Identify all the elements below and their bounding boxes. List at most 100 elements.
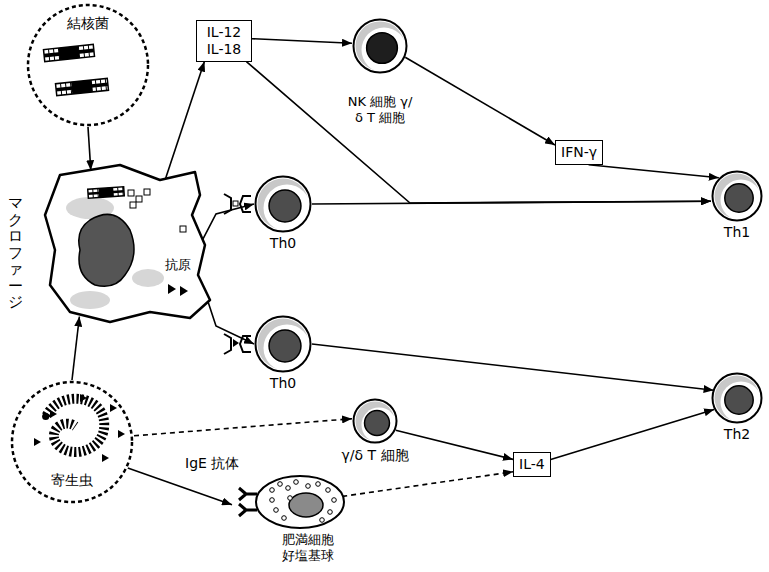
cell-body bbox=[721, 180, 762, 221]
cell-drawing bbox=[711, 170, 763, 222]
cell-nucleus bbox=[269, 190, 301, 222]
arrow-connector bbox=[165, 62, 205, 181]
cell-shading bbox=[70, 291, 110, 309]
bacterium bbox=[56, 78, 109, 95]
cell-drawing bbox=[352, 18, 408, 74]
cell-name: NK 細胞 γ/δ T 細胞 bbox=[346, 94, 414, 125]
granule bbox=[270, 488, 275, 493]
arrow-connector bbox=[312, 344, 714, 390]
cell-shading bbox=[132, 269, 164, 287]
circle-label: 寄生虫 bbox=[10, 472, 134, 489]
antigen-triangle bbox=[180, 286, 188, 296]
cell-name: Th0 bbox=[248, 375, 318, 392]
bacterium bbox=[44, 44, 95, 61]
cell-body bbox=[713, 374, 762, 423]
arrow-connector bbox=[246, 62, 711, 203]
box-label: IL-4 bbox=[519, 456, 545, 473]
cell-nucleus bbox=[725, 184, 753, 212]
cell-body bbox=[362, 28, 407, 73]
cell-nucleus bbox=[367, 33, 398, 64]
arrow-connector bbox=[405, 57, 555, 145]
bacterium bbox=[88, 187, 125, 198]
shape-part bbox=[44, 49, 94, 58]
cell-nucleus bbox=[289, 493, 323, 517]
cell-name: Th1 bbox=[708, 224, 766, 241]
cytokine-box: IL-12 IL-18 bbox=[196, 20, 252, 62]
granule bbox=[274, 508, 279, 513]
cell-body bbox=[45, 165, 210, 322]
box-label: IL-12 IL-18 bbox=[202, 24, 246, 58]
immune-cell: NK 細胞 γ/δ T 細胞 bbox=[346, 18, 414, 125]
cell-body bbox=[362, 408, 397, 443]
cell-outline bbox=[256, 177, 311, 232]
granule bbox=[286, 486, 291, 491]
shape-part bbox=[56, 82, 108, 91]
mhc-symbol bbox=[224, 334, 231, 354]
worm-body bbox=[47, 399, 105, 452]
cell-body bbox=[264, 325, 311, 372]
cell-nucleus bbox=[365, 411, 390, 436]
dashed-circle: 結核菌 bbox=[26, 3, 150, 127]
worm-head bbox=[42, 413, 49, 420]
arrow-connector bbox=[551, 409, 714, 459]
cell-drawing bbox=[254, 315, 312, 373]
arrow-connector bbox=[128, 468, 232, 505]
cell-name: γ/δ T 細胞 bbox=[330, 447, 420, 464]
cell-nucleus bbox=[725, 386, 753, 414]
cell-outline bbox=[354, 20, 407, 73]
cell-body bbox=[354, 20, 407, 73]
antigen-triangle bbox=[110, 404, 117, 412]
macrophage-drawing bbox=[30, 160, 220, 332]
cell-body bbox=[354, 400, 397, 443]
cell-body bbox=[256, 177, 311, 232]
immune-cell: γ/δ T 細胞 bbox=[330, 398, 420, 464]
arrow-connector bbox=[134, 419, 352, 436]
granule bbox=[278, 482, 283, 487]
cell-outline bbox=[256, 317, 311, 372]
cell-name: Th2 bbox=[708, 426, 766, 443]
shape-part bbox=[56, 78, 109, 95]
granule bbox=[282, 516, 287, 521]
antigen-square bbox=[128, 190, 134, 196]
antigen-label: 抗原 bbox=[165, 257, 191, 273]
granule bbox=[270, 498, 275, 503]
worm bbox=[42, 399, 104, 452]
cell-outline bbox=[45, 165, 210, 322]
granule bbox=[328, 510, 333, 515]
ige-antibody bbox=[239, 488, 257, 500]
cell-name: 肥満細胞 好塩基球 bbox=[276, 532, 340, 563]
arrow-connector bbox=[342, 472, 513, 497]
granule bbox=[316, 482, 321, 487]
mast-cell-drawing bbox=[232, 474, 348, 530]
cell-name: Th0 bbox=[248, 235, 318, 252]
antigen-triangle bbox=[168, 284, 176, 294]
granule bbox=[306, 484, 311, 489]
antigen-triangle bbox=[102, 454, 109, 462]
immune-cell: Th2 bbox=[708, 372, 766, 443]
shape-part bbox=[88, 190, 124, 195]
shape-part bbox=[88, 187, 125, 198]
antigen-triangle bbox=[118, 430, 125, 438]
arrow-connector bbox=[88, 127, 91, 170]
receptor-symbol bbox=[240, 196, 251, 212]
cell-body bbox=[256, 476, 344, 528]
granule bbox=[288, 496, 293, 501]
granule bbox=[326, 488, 331, 493]
macrophage-cell: マクロファージ抗原 bbox=[5, 160, 220, 332]
antigen-triangle bbox=[80, 394, 87, 402]
cytokine-box: IFN-γ bbox=[555, 140, 603, 165]
cell-nucleus bbox=[79, 214, 134, 286]
arrow-connector bbox=[312, 201, 711, 204]
granule bbox=[332, 498, 337, 503]
circle-label: 結核菌 bbox=[26, 15, 150, 32]
antigen-triangle bbox=[34, 438, 41, 446]
antigen-square bbox=[180, 226, 186, 232]
cell-nucleus bbox=[269, 330, 301, 362]
arrow-connector bbox=[252, 39, 352, 44]
arrow-connector bbox=[202, 204, 254, 241]
immune-cell: Th0 bbox=[248, 315, 318, 392]
cell-drawing bbox=[254, 175, 312, 233]
granule bbox=[320, 518, 325, 523]
box-label: IFN-γ bbox=[561, 144, 597, 161]
cell-drawing bbox=[352, 398, 398, 444]
